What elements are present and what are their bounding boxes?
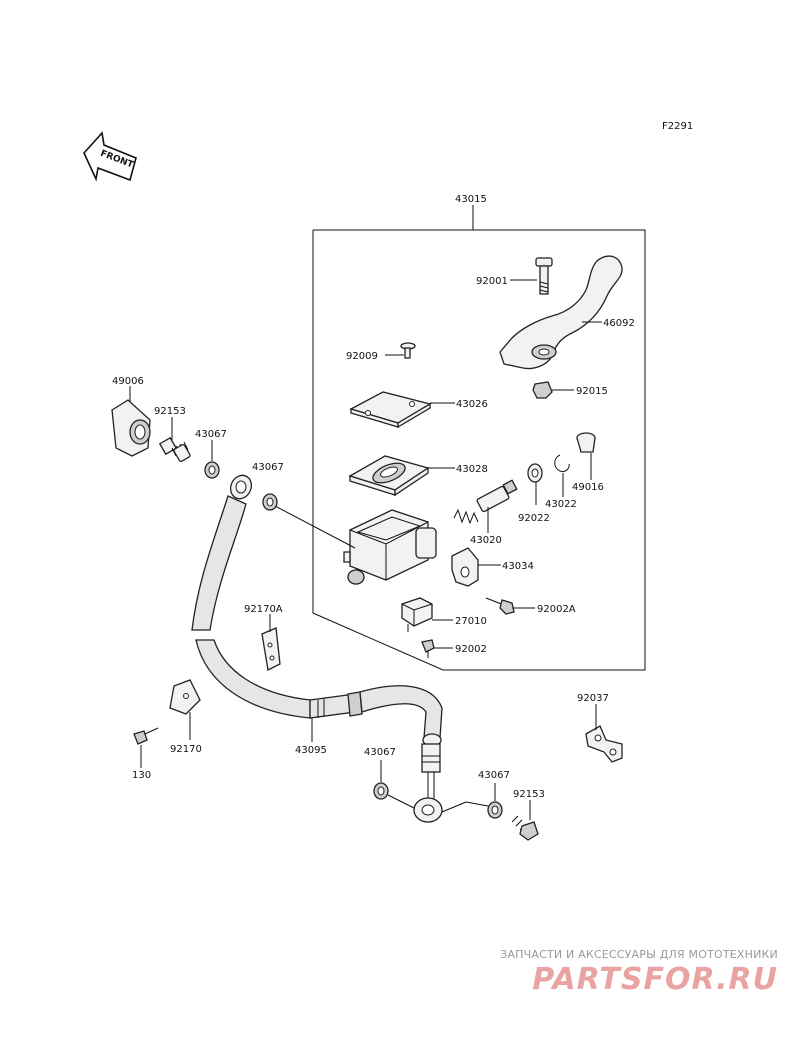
label-cover: 49006 [112, 376, 144, 387]
banjo-bolt-92153-top [158, 436, 191, 462]
master-cylinder-body [343, 509, 437, 585]
gasket-43067-c [373, 782, 389, 800]
label-switch: 27010 [455, 616, 487, 627]
label-bolt-92002A: 92002A [537, 604, 576, 615]
banjo-bolt-92153-bottom [511, 815, 539, 841]
label-clamp-92037: 92037 [577, 693, 609, 704]
label-cap: 43026 [456, 399, 488, 410]
label-gasket-d: 43067 [478, 770, 510, 781]
label-gasket-a: 43067 [195, 429, 227, 440]
label-bolt-130: 130 [132, 770, 151, 781]
cover-49006 [111, 399, 151, 457]
label-gasket-c: 43067 [364, 747, 396, 758]
label-clamp-92170: 92170 [170, 744, 202, 755]
label-diaphragm: 43028 [456, 464, 488, 475]
diagram-code: F2291 [662, 121, 693, 132]
clamp-92170A [261, 627, 281, 671]
reservoir-cap-43026 [349, 391, 432, 429]
clamp-92037 [585, 725, 623, 763]
gasket-43067-a [204, 461, 220, 479]
master-cylinder-assembly-frame [312, 205, 646, 671]
bolt-130 [133, 727, 159, 745]
circlip-43022 [554, 454, 570, 472]
screw-92009 [400, 342, 416, 359]
watermark-logo: PARTSFOR.RU [532, 962, 778, 997]
diaphragm-43028 [348, 455, 430, 497]
label-piston-kit: 43020 [470, 535, 502, 546]
gasket-43067-b [262, 493, 278, 511]
label-screw-92002: 92002 [455, 644, 487, 655]
brake-hose-43095 [191, 474, 443, 823]
label-bolt-92001: 92001 [476, 276, 508, 287]
label-bolt-92153-top: 92153 [154, 406, 186, 417]
label-lever: 46092 [603, 318, 635, 329]
label-clamp-92170A: 92170A [244, 604, 283, 615]
label-bolt-92153-bottom: 92153 [513, 789, 545, 800]
front-arrow-icon: FRONT [83, 131, 137, 182]
washer-92022 [527, 463, 543, 483]
label-nut-92015: 92015 [576, 386, 608, 397]
bolt-92001 [535, 257, 553, 295]
bolt-92002A [485, 597, 515, 615]
label-assembly: 43015 [455, 194, 487, 205]
switch-27010 [401, 597, 433, 632]
nut-92015 [532, 381, 553, 399]
piston-kit-43020 [453, 479, 518, 525]
clamp-92170 [169, 679, 201, 715]
gasket-43067-d [487, 801, 503, 819]
label-washer: 92022 [518, 513, 550, 524]
label-gasket-b: 43067 [252, 462, 284, 473]
watermark-caption: ЗАПЧАСТИ И АКСЕССУАРЫ ДЛЯ МОТОТЕХНИКИ [500, 948, 778, 961]
brake-lever-46092 [499, 255, 623, 370]
holder-43034 [451, 547, 479, 587]
label-circlip: 43022 [545, 499, 577, 510]
label-hose: 43095 [295, 745, 327, 756]
label-boot: 49016 [572, 482, 604, 493]
label-screw-92009: 92009 [346, 351, 378, 362]
dust-boot-49016 [576, 432, 596, 453]
label-holder: 43034 [502, 561, 534, 572]
screw-92002 [421, 639, 435, 658]
